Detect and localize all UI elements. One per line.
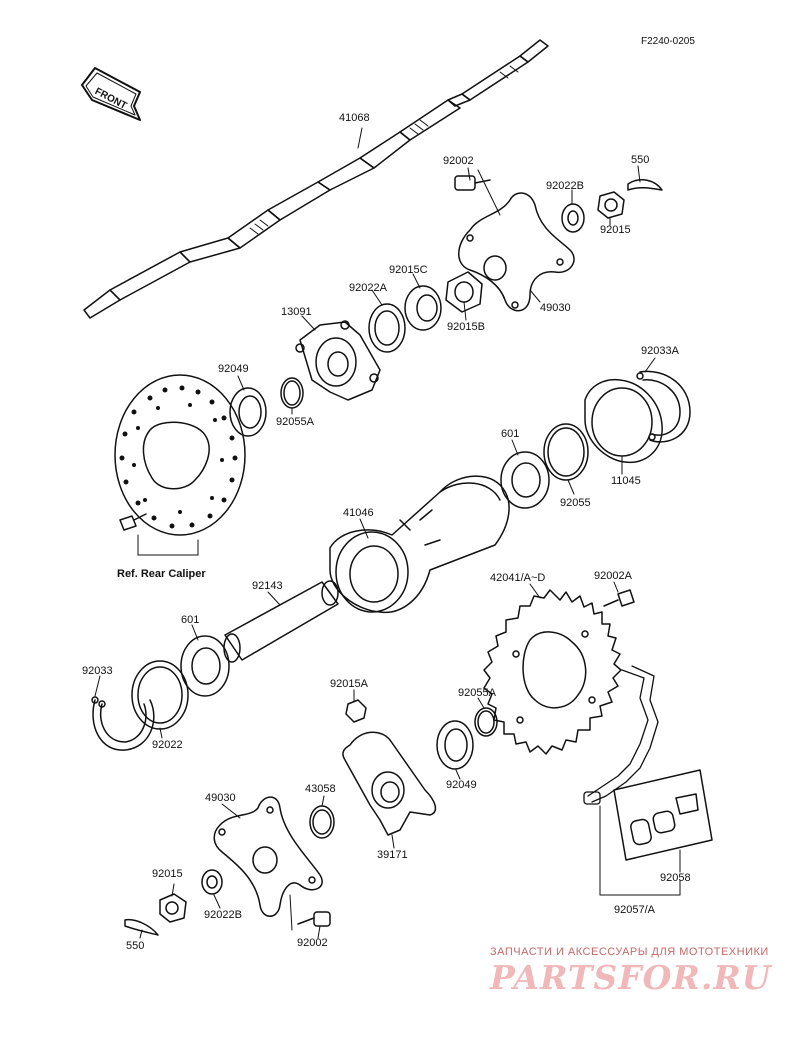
label-41068: 41068 xyxy=(339,112,370,124)
circlip-92033A xyxy=(637,371,690,441)
label-92022: 92022 xyxy=(152,739,183,751)
chain-link-kit xyxy=(614,770,712,860)
label-92055: 92055 xyxy=(560,497,591,509)
bolt-92002-top xyxy=(455,176,490,190)
label-49030-bottom: 49030 xyxy=(205,792,236,804)
oring-92055 xyxy=(544,424,588,480)
label-601-top: 601 xyxy=(501,428,520,440)
label-92143: 92143 xyxy=(252,580,283,592)
label-601-bottom: 601 xyxy=(181,614,200,626)
hub-13091 xyxy=(296,321,380,400)
label-92002-bottom: 92002 xyxy=(297,937,328,949)
bolt-92002-bottom xyxy=(298,912,330,926)
oring-92055A-bottom xyxy=(475,708,497,736)
label-13091: 13091 xyxy=(281,306,312,318)
hub-49030-top xyxy=(459,193,574,311)
axle-shaft xyxy=(84,40,548,318)
label-39171: 39171 xyxy=(377,849,408,861)
label-92015-top: 92015 xyxy=(600,224,631,236)
circlip-92033 xyxy=(92,697,154,750)
label-92015B: 92015B xyxy=(447,321,485,333)
brake-disc xyxy=(115,375,245,535)
label-92002-top: 92002 xyxy=(443,155,474,167)
label-41046: 41046 xyxy=(343,507,374,519)
label-49030-top: 49030 xyxy=(540,302,571,314)
washer-92022B-top xyxy=(562,204,584,232)
label-92055A-top: 92055A xyxy=(276,416,314,428)
cotter-pin-550-bottom xyxy=(125,920,158,935)
leader-lines xyxy=(95,128,680,938)
label-92058: 92058 xyxy=(660,872,691,884)
label-92033A: 92033A xyxy=(641,345,679,357)
label-92015-bottom: 92015 xyxy=(152,868,183,880)
seal-92049-top xyxy=(230,388,266,436)
drive-chain xyxy=(584,666,658,804)
label-42041: 42041/A~D xyxy=(490,572,546,584)
seal-92022A xyxy=(369,304,405,352)
hub-49030-bottom xyxy=(214,797,322,916)
label-92022B-top: 92022B xyxy=(546,180,584,192)
bolt-92002A xyxy=(604,590,634,606)
label-92015C: 92015C xyxy=(389,264,428,276)
seal-92049-bottom xyxy=(437,721,473,769)
label-92055A-bottom: 92055A xyxy=(458,687,496,699)
nut-92015-bottom xyxy=(160,894,186,922)
washer-92022 xyxy=(132,661,188,729)
ref-bracket xyxy=(138,535,198,555)
hub-39171 xyxy=(343,732,436,835)
disc-bolt xyxy=(120,514,146,530)
label-92022A: 92022A xyxy=(349,282,387,294)
front-arrow-icon xyxy=(82,68,140,120)
oring-43058 xyxy=(310,806,334,838)
washer-92022B-bottom xyxy=(202,870,222,894)
bearing-601-bottom xyxy=(181,636,229,696)
oring-92055A-top xyxy=(281,378,303,408)
watermark-brand: PARTSFOR.RU xyxy=(490,958,772,997)
diagram-code: F2240-0205 xyxy=(641,36,695,47)
label-92033: 92033 xyxy=(82,665,113,677)
bearing-92015C xyxy=(405,286,441,330)
label-550-top: 550 xyxy=(631,154,650,166)
spacer-92143 xyxy=(224,581,338,662)
label-92002A: 92002A xyxy=(594,570,632,582)
label-43058: 43058 xyxy=(305,783,336,795)
label-92022B-bottom: 92022B xyxy=(204,909,242,921)
sprocket xyxy=(484,590,621,754)
label-550-bottom: 550 xyxy=(126,940,145,952)
reference-note: Ref. Rear Caliper xyxy=(117,568,206,580)
axle-housing xyxy=(330,476,509,612)
label-11045: 11045 xyxy=(611,475,641,487)
label-92015A: 92015A xyxy=(330,678,368,690)
label-92049-bottom: 92049 xyxy=(446,779,477,791)
bearing-601-top xyxy=(501,452,549,508)
nut-92015A xyxy=(346,700,366,722)
watermark-tagline: ЗАПЧАСТИ И АКСЕССУАРЫ ДЛЯ МОТОТЕХНИКИ xyxy=(490,946,769,958)
label-92049-top: 92049 xyxy=(218,363,249,375)
cover-11045 xyxy=(585,380,662,463)
nut-92015-top xyxy=(598,192,624,218)
label-92057: 92057/A xyxy=(614,904,655,916)
cotter-pin-550-top xyxy=(628,180,662,190)
